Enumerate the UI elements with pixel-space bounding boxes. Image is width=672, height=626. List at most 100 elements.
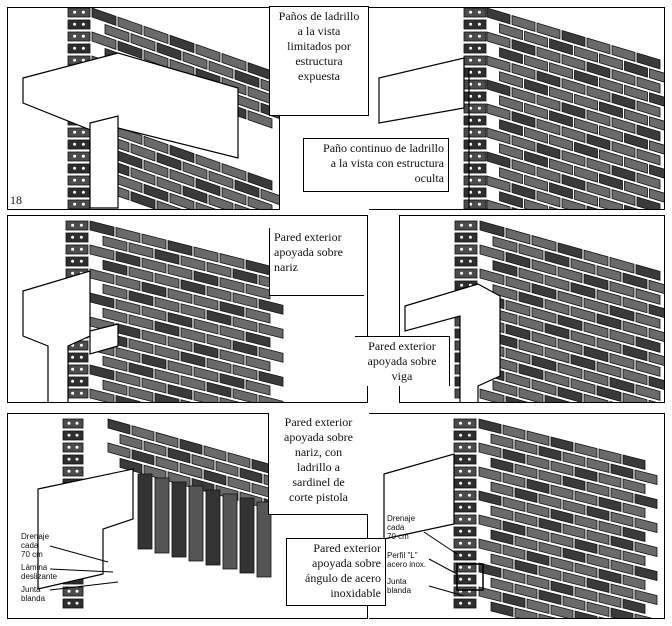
brick-hole <box>477 178 481 182</box>
brick-hole <box>459 421 463 425</box>
concrete-slab <box>378 57 465 124</box>
brick <box>206 381 232 398</box>
brick <box>574 442 598 459</box>
brick-hole <box>469 10 473 14</box>
brick-hole <box>71 235 75 239</box>
brick <box>570 281 596 299</box>
brick <box>598 616 605 618</box>
brick <box>115 298 141 316</box>
brick <box>156 176 182 195</box>
brick <box>478 538 502 555</box>
brick-hole <box>73 202 77 206</box>
brick <box>574 514 598 531</box>
brick <box>182 185 208 204</box>
brick <box>167 311 193 329</box>
brick <box>232 388 258 402</box>
brick-illustration-4 <box>404 220 664 402</box>
brick <box>634 565 658 582</box>
brick-hole <box>71 247 75 251</box>
brick <box>583 249 609 267</box>
brick <box>648 303 664 318</box>
brick <box>557 290 583 308</box>
brick-hole <box>477 34 481 38</box>
brick-course-group <box>486 8 664 209</box>
brick <box>536 70 561 88</box>
brick <box>514 607 538 618</box>
brick <box>453 418 477 429</box>
brick-hole <box>459 517 463 521</box>
brick-hole <box>459 469 463 473</box>
brick <box>610 487 634 504</box>
soldier-brick <box>256 501 272 578</box>
brick-hole <box>468 223 472 227</box>
brick <box>596 265 622 283</box>
brick-hole <box>467 469 471 473</box>
brick <box>463 127 487 138</box>
brick <box>167 447 191 464</box>
caption-line: oculta <box>414 171 444 185</box>
brick <box>622 392 648 402</box>
brick-hole <box>460 271 464 275</box>
brick <box>156 42 182 61</box>
brick <box>232 340 258 357</box>
brick-course-group <box>89 220 284 402</box>
brick-hole <box>71 223 75 227</box>
brick <box>514 511 538 528</box>
brick <box>232 364 258 381</box>
brick-hole <box>67 589 71 593</box>
brick <box>219 324 245 342</box>
brick <box>536 118 561 136</box>
brick <box>634 469 658 486</box>
brick <box>550 484 574 501</box>
brick <box>141 401 144 402</box>
brick <box>544 394 570 402</box>
soldier-brick <box>205 489 221 566</box>
brick <box>562 595 586 612</box>
brick-hole <box>469 130 473 134</box>
brick <box>505 251 531 269</box>
brick <box>258 370 284 387</box>
brick <box>624 156 648 174</box>
brick <box>561 101 586 119</box>
brick <box>486 175 511 193</box>
brick <box>490 601 514 618</box>
brick-hole <box>79 355 83 359</box>
brick <box>115 250 141 268</box>
brick <box>67 199 91 209</box>
brick <box>154 248 180 265</box>
brick <box>115 346 141 364</box>
brick <box>511 86 536 104</box>
brick <box>67 43 91 54</box>
caption-line: apoyada sobre <box>284 430 353 444</box>
brick <box>598 568 622 585</box>
brick-hole <box>469 118 473 122</box>
brick-hole <box>469 154 473 158</box>
brick <box>622 574 646 591</box>
brick <box>586 577 610 594</box>
caption-line: estructura <box>295 54 343 68</box>
brick <box>526 478 550 495</box>
brick <box>544 322 570 340</box>
soldier-brick <box>188 485 204 562</box>
caption-line: a la vista <box>297 24 341 38</box>
brick <box>544 274 570 292</box>
brick <box>258 346 284 363</box>
brick-hole <box>73 46 77 50</box>
brick <box>596 385 622 402</box>
brick <box>622 502 646 519</box>
caption-line: ladrillo a <box>297 460 340 474</box>
brick <box>130 191 156 209</box>
brick <box>599 77 623 95</box>
brick-hole <box>467 433 471 437</box>
brick <box>526 574 550 591</box>
brick <box>574 490 598 507</box>
brick <box>609 376 635 394</box>
brick-illustration-5 <box>37 418 287 609</box>
brick-hole <box>75 457 79 461</box>
brick <box>502 544 526 561</box>
brick <box>463 79 487 90</box>
brick <box>624 60 648 78</box>
brick <box>247 172 273 191</box>
brick <box>610 511 634 528</box>
brick <box>505 347 531 365</box>
